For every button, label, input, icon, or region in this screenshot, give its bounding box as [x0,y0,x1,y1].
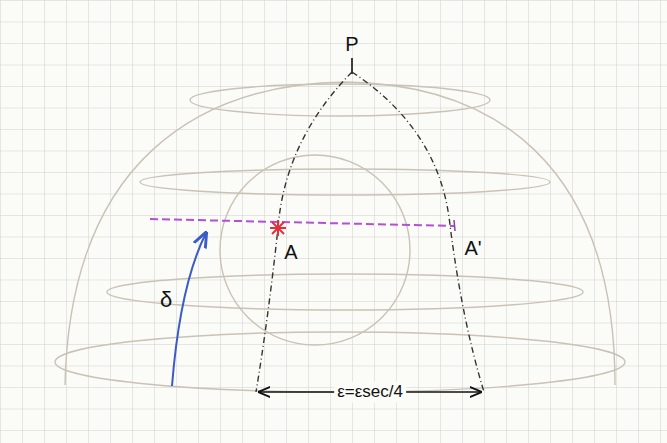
point-label: A' [461,236,484,260]
hour-circle [256,72,352,392]
dimension-label: ε=εsec/4 [334,382,406,403]
declination-circle [150,219,455,226]
point-label: A [281,240,300,264]
angle-label: δ [157,287,175,313]
hour-circle [352,72,484,392]
declination-arrow [172,233,206,386]
star-mark [270,220,286,236]
point-tick [454,220,455,231]
sphere-outline [55,82,625,392]
pole-label: P [342,32,361,56]
